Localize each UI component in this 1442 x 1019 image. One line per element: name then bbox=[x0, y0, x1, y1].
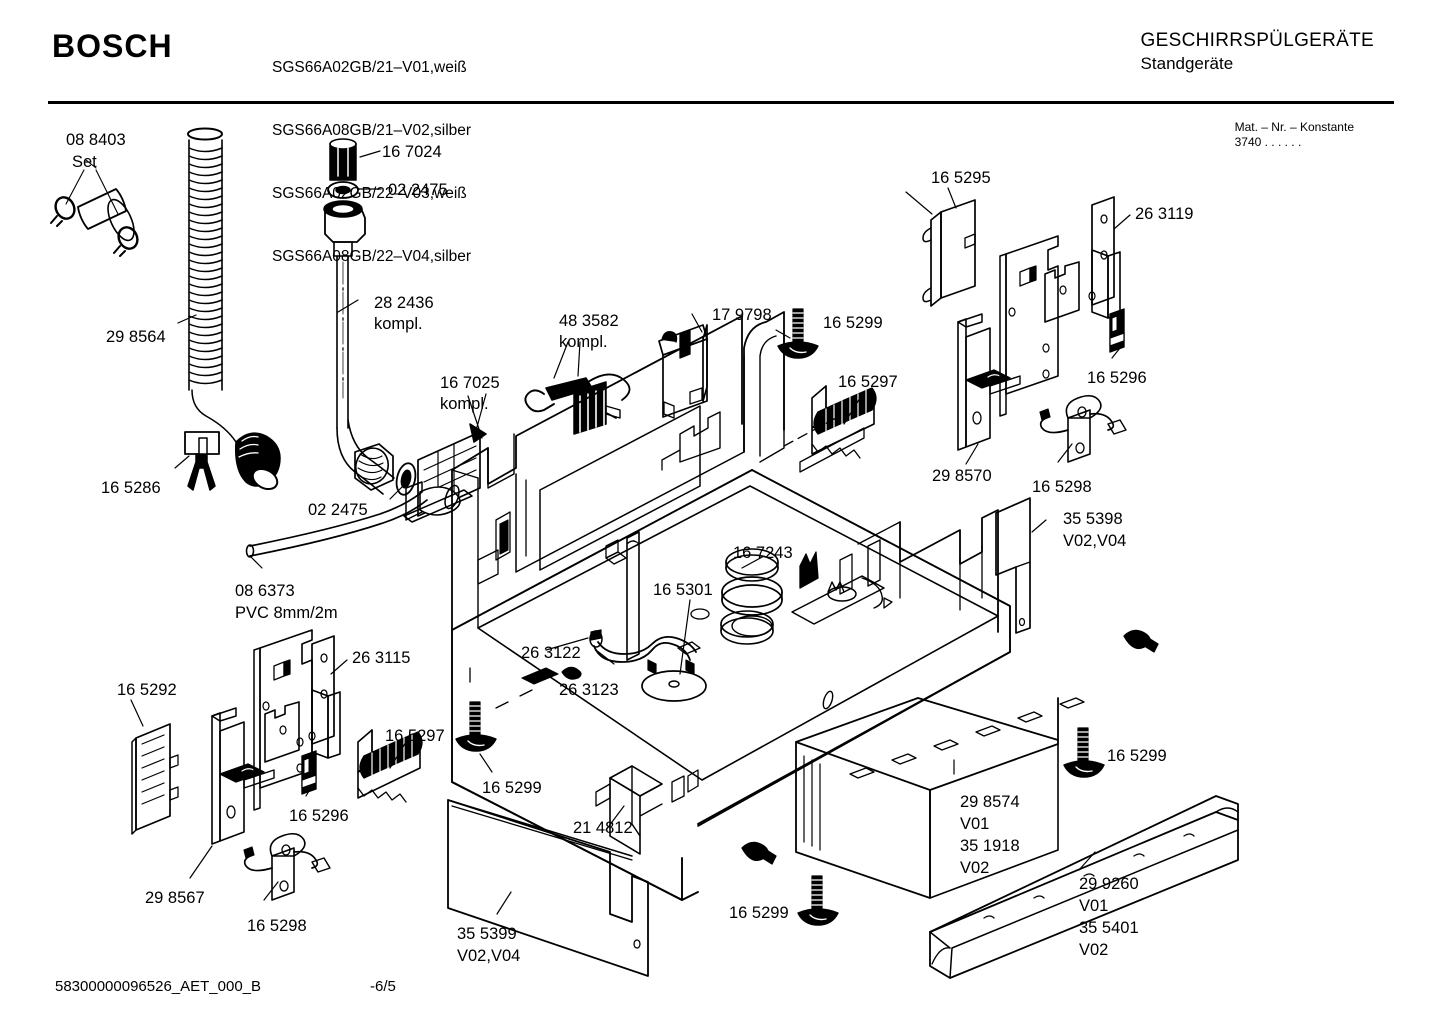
part-16-5292-module bbox=[130, 699, 179, 835]
part-08-8403-clamp-set bbox=[50, 159, 139, 257]
part-callout-c31: 26 3115 bbox=[352, 649, 411, 667]
part-callout-c01: 08 8403 bbox=[66, 131, 126, 149]
category-heading: GESCHIRRSPÜLGERÄTE Standgeräte bbox=[1141, 30, 1374, 74]
part-callout-c43: 35 1918 bbox=[960, 837, 1020, 855]
part-callout-c45: 16 5299 bbox=[1107, 747, 1167, 765]
part-callout-c47: V01 bbox=[1079, 897, 1109, 915]
part-callout-c17: 16 5299 bbox=[823, 314, 883, 332]
part-callout-c24: 35 5398 bbox=[1063, 510, 1123, 528]
part-callout-c30: 16 5292 bbox=[117, 681, 177, 699]
part-callout-c22: 29 8570 bbox=[932, 467, 992, 485]
model-line-2: SGS66A08GB/21–V02,silber bbox=[272, 122, 472, 139]
part-callout-c26: 16 7243 bbox=[733, 544, 793, 562]
part-callout-c04: 16 5286 bbox=[101, 479, 161, 497]
part-callout-c10: kompl. bbox=[440, 395, 489, 413]
material-number-label: Mat. – Nr. – Konstante bbox=[1234, 120, 1354, 134]
part-callout-c09: 16 7025 bbox=[440, 374, 500, 392]
document-id: 58300000096526_AET_000_B bbox=[55, 978, 262, 995]
model-line-1: SGS66A02GB/21–V01,weiß bbox=[272, 59, 467, 76]
part-48-3582-wire-harness bbox=[524, 341, 631, 435]
part-callout-c11: 02 2475 bbox=[308, 501, 368, 519]
part-callout-c18: 16 5297 bbox=[838, 373, 898, 391]
part-callout-c14: 48 3582 bbox=[559, 312, 619, 330]
part-29-8567-mounting-plate bbox=[189, 629, 313, 879]
part-callout-c39: V02,V04 bbox=[457, 947, 521, 965]
model-line-3: SGS66A02GB/22–V03,weiß bbox=[272, 185, 467, 202]
part-callout-c12: 08 6373 bbox=[235, 582, 295, 600]
part-29-8564-drain-hose bbox=[177, 127, 281, 491]
category-sub: Standgeräte bbox=[1140, 54, 1234, 73]
part-callout-c15: kompl. bbox=[559, 333, 608, 351]
part-callout-c40: 16 5299 bbox=[729, 904, 789, 922]
part-16-5296-latch-right bbox=[1109, 308, 1125, 359]
part-callout-c25: V02,V04 bbox=[1063, 532, 1127, 550]
part-16-5299-screw-upper bbox=[777, 308, 819, 359]
part-callout-c03: 29 8564 bbox=[106, 328, 166, 346]
part-callout-c06: 02 2475 bbox=[388, 181, 448, 199]
part-callout-c48: 35 5401 bbox=[1079, 919, 1139, 937]
part-callout-c27: 16 5301 bbox=[653, 581, 713, 599]
part-16-5299-screw-right bbox=[1063, 727, 1105, 778]
part-16-5296-latch-lower bbox=[301, 750, 317, 797]
part-16-5299-screw-left bbox=[455, 701, 497, 773]
category-main: GESCHIRRSPÜLGERÄTE bbox=[1140, 30, 1374, 51]
part-callout-c29: 26 3123 bbox=[559, 681, 619, 699]
part-callout-c16: 17 9798 bbox=[712, 306, 772, 324]
part-callout-c19: 16 5295 bbox=[931, 169, 991, 187]
page-number: -6/5 bbox=[370, 978, 396, 995]
part-callout-c49: V02 bbox=[1079, 941, 1109, 959]
part-callout-c41: 29 8574 bbox=[960, 793, 1020, 811]
part-29-8574-front-panel bbox=[795, 697, 1085, 899]
leader-lines bbox=[545, 191, 933, 831]
part-16-5298-hinge-right bbox=[1039, 394, 1127, 463]
part-35-5398-side-panel bbox=[995, 497, 1047, 634]
part-callout-c02: Set bbox=[72, 153, 97, 171]
part-callout-c13: PVC 8mm/2m bbox=[235, 604, 338, 622]
part-callout-c21: 16 5296 bbox=[1087, 369, 1147, 387]
part-callout-c35: 16 5298 bbox=[247, 917, 307, 935]
part-callout-c46: 29 9260 bbox=[1079, 875, 1139, 893]
part-26-3115-bracket bbox=[264, 635, 348, 763]
part-callout-c05: 16 7024 bbox=[382, 143, 442, 161]
bosch-logo: BOSCH bbox=[52, 28, 173, 64]
part-callout-c37: 21 4812 bbox=[573, 819, 633, 837]
part-callout-c36: 16 5299 bbox=[482, 779, 542, 797]
part-callout-c33: 16 5296 bbox=[289, 807, 349, 825]
part-callout-c32: 16 5297 bbox=[385, 727, 445, 745]
material-number-value: 3740 . . . . . . bbox=[1234, 135, 1302, 149]
part-16-5299-screw-right-small bbox=[1123, 629, 1159, 653]
part-callout-c42: V01 bbox=[960, 815, 990, 833]
part-16-5295-bracket bbox=[922, 187, 976, 307]
part-16-5286-clip bbox=[174, 431, 220, 491]
part-callout-c08: kompl. bbox=[374, 315, 423, 333]
part-16-5297-rail-upper bbox=[811, 385, 877, 459]
model-list: SGS66A02GB/21–V01,weiß SGS66A08GB/21–V02… bbox=[272, 15, 471, 309]
part-16-5299-screw-center-small bbox=[741, 841, 777, 865]
header-divider bbox=[48, 101, 1394, 104]
part-16-5298-hinge-lower bbox=[243, 832, 331, 901]
part-callout-c44: V02 bbox=[960, 859, 990, 877]
part-callout-c23: 16 5298 bbox=[1032, 478, 1092, 496]
part-callout-c07: 28 2436 bbox=[374, 294, 434, 312]
part-26-3119-bracket bbox=[1044, 196, 1131, 323]
part-16-5299-screw-center bbox=[797, 875, 839, 926]
part-29-8570-mounting-plate bbox=[957, 235, 1059, 465]
part-callout-c20: 26 3119 bbox=[1135, 205, 1194, 223]
part-callout-c28: 26 3122 bbox=[521, 644, 581, 662]
part-21-4812-base-assembly bbox=[451, 311, 1011, 901]
material-number-block: Mat. – Nr. – Konstante 3740 . . . . . . bbox=[1235, 120, 1354, 150]
part-callout-c38: 35 5399 bbox=[457, 925, 517, 943]
model-line-4: SGS66A08GB/22–V04,silber bbox=[272, 248, 472, 265]
part-17-9798-module bbox=[658, 313, 708, 419]
part-callout-c34: 29 8567 bbox=[145, 889, 205, 907]
